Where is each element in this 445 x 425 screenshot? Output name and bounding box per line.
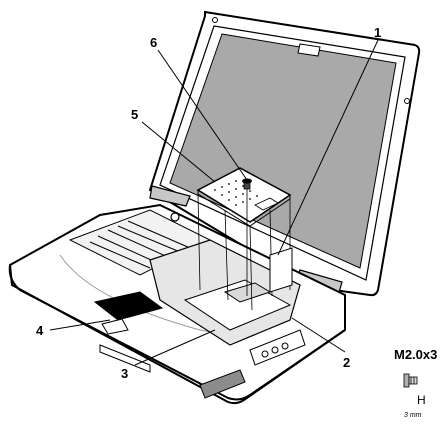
leader-2 <box>291 317 346 353</box>
cover-vent-dots <box>214 180 258 206</box>
speaker-grille <box>199 369 246 399</box>
callout-3: 3 <box>121 366 128 381</box>
callout-leaders <box>49 39 379 366</box>
callout-5: 5 <box>131 107 138 122</box>
display-bezel <box>159 25 406 281</box>
base-front-edge <box>9 264 346 405</box>
callout-6: 6 <box>150 35 157 50</box>
keyboard-ribs <box>89 220 191 269</box>
status-light <box>281 342 289 350</box>
leader-5 <box>141 121 216 183</box>
bezel-screw-cover <box>212 17 218 23</box>
display-assembly <box>148 10 421 297</box>
screw-length-label: 3 mm <box>404 412 422 419</box>
display-latch <box>297 43 321 57</box>
callout-2: 2 <box>343 355 350 370</box>
screw-height-mark: H <box>417 393 426 407</box>
power-button <box>170 212 180 222</box>
flex-cable <box>269 247 293 293</box>
front-bay <box>99 344 151 373</box>
status-light <box>261 350 269 358</box>
bezel-screw-cover <box>404 98 410 104</box>
left-hinge <box>149 185 191 207</box>
touch-pad-buttons <box>101 318 129 335</box>
screw-icon <box>403 373 418 388</box>
status-light <box>271 346 279 354</box>
touch-pad <box>93 291 164 321</box>
display-screen <box>169 33 397 269</box>
screw-legend: M2.0x3 H 3 mm <box>394 347 437 419</box>
leader-1 <box>277 39 379 256</box>
screw-size-label: M2.0x3 <box>394 347 437 362</box>
computer-base <box>8 203 346 405</box>
callout-4: 4 <box>36 323 44 338</box>
cover-screw <box>242 178 252 190</box>
cover-label <box>254 197 279 211</box>
leader-4 <box>49 319 111 331</box>
callout-1: 1 <box>374 25 381 40</box>
leader-3 <box>134 329 216 366</box>
leader-6 <box>157 49 248 181</box>
